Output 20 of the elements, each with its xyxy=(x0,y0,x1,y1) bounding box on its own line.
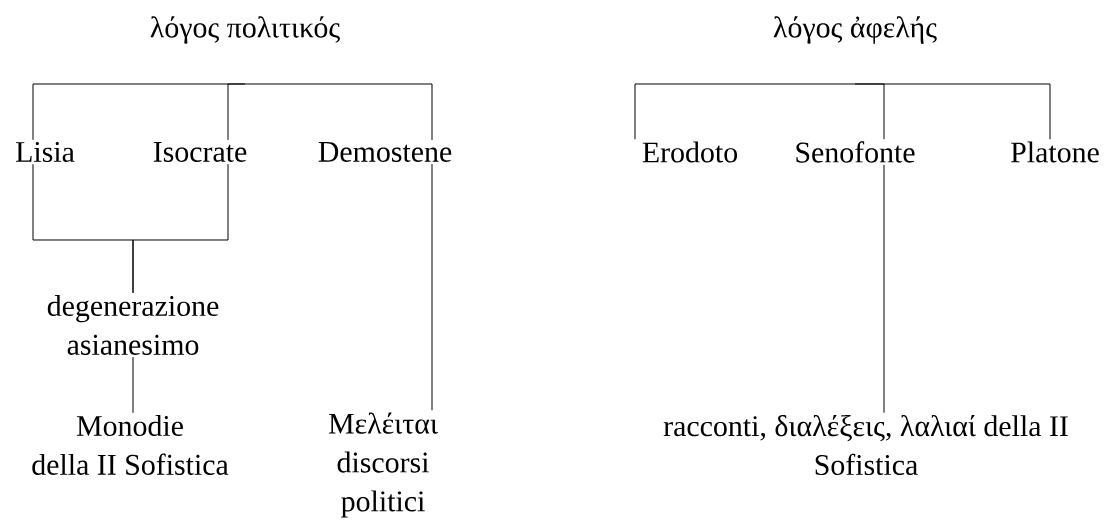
tree-label: Lisia xyxy=(16,141,75,163)
tree-label: Erodoto xyxy=(642,141,738,163)
tree-label: Senofonte xyxy=(796,141,915,163)
tree-line xyxy=(132,163,229,294)
tree-line xyxy=(431,163,433,411)
tree-label: Monodie della II Sofistica xyxy=(32,415,229,475)
tree-line xyxy=(132,356,134,414)
tree-label: Isocrate xyxy=(153,142,247,162)
tree-label: λόγος ἀφελής xyxy=(773,16,937,44)
tree-label: Platone xyxy=(1011,141,1099,163)
tree-line xyxy=(883,164,885,414)
tree-line xyxy=(244,83,433,141)
tree-label: λόγος πολιτικός xyxy=(150,16,340,44)
tree-line xyxy=(634,83,856,140)
tree-label: Μελέιται discorsi politici xyxy=(328,412,438,518)
tree-line xyxy=(227,83,246,141)
tree-label: degenerazione asianesimo xyxy=(47,295,219,355)
tree-line xyxy=(854,83,1051,140)
tree-label: Demostene xyxy=(318,142,452,162)
tree-label: racconti, διαλέξεις, λαλιαί della II Sofistica xyxy=(663,414,1068,476)
